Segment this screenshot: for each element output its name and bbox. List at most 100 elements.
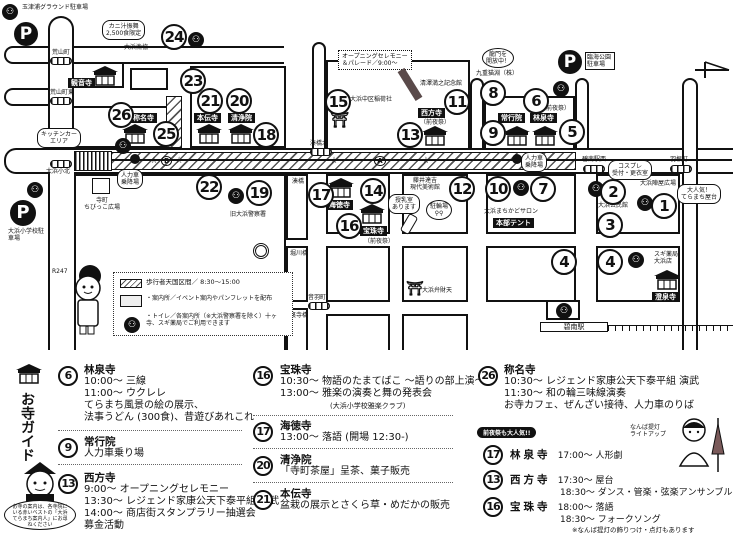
marker-18[interactable]: 18 bbox=[253, 122, 279, 148]
hatched-sq-23 bbox=[166, 92, 182, 106]
toilet-icon: ⚇ bbox=[2, 4, 18, 20]
temple-icon-hoshu bbox=[359, 204, 385, 224]
place-keisatsu: 旧大浜警察署 bbox=[230, 211, 267, 218]
place-crab-fishery: 大浜漁協 bbox=[124, 44, 149, 51]
parking-icon-school[interactable]: P bbox=[10, 200, 36, 226]
temple-label-kaitoku: 海徳寺 bbox=[326, 200, 353, 210]
guide-entry-line: 法事うどん (300食)、昔遊びあれこれ bbox=[84, 412, 255, 423]
marker-19[interactable]: 19 bbox=[246, 180, 272, 206]
guide-num-17: 17 bbox=[253, 422, 273, 442]
temple-icon-kanon bbox=[92, 66, 118, 86]
marker-14[interactable]: 14 bbox=[360, 178, 386, 204]
place-kiyosawa: 清澤満之記念館 bbox=[420, 80, 463, 87]
marker-5[interactable]: 5 bbox=[559, 119, 585, 145]
marker-6[interactable]: 6 bbox=[523, 88, 549, 114]
temple-label-saiho: 西方寺 bbox=[418, 108, 445, 118]
marker-15[interactable]: 15 bbox=[325, 89, 351, 115]
guide-entry-line: 「寺町茶屋」呈茶、菓子販売 bbox=[280, 466, 410, 477]
marker-3[interactable]: 3 bbox=[597, 212, 623, 238]
eve-entry-name: 西方寺 bbox=[510, 474, 551, 486]
lantern-girl-illustration bbox=[672, 414, 728, 474]
temple-label-honden: 本伝寺 bbox=[194, 113, 221, 123]
road-east-spur bbox=[682, 78, 698, 350]
temple-label-kanon: 観音寺 bbox=[68, 78, 95, 88]
bus-stop-label: 荒山町東 bbox=[50, 89, 75, 96]
guide-num-6: 6 bbox=[58, 366, 78, 386]
guide-entry-name: 称名寺 bbox=[504, 364, 536, 376]
marker-24[interactable]: 24 bbox=[161, 24, 187, 50]
temple-guide-icon bbox=[16, 364, 42, 384]
eve-entry-name: 林泉寺 bbox=[510, 449, 551, 461]
guide-entry-line: 10:00〜 三線 bbox=[84, 376, 146, 387]
temple-icon-honden bbox=[196, 124, 222, 144]
bubble-cosplay: コスプレ 受付・更衣室 bbox=[608, 160, 653, 180]
marker-21[interactable]: 21 bbox=[197, 88, 223, 114]
marker-4a[interactable]: 4 bbox=[551, 249, 577, 275]
eve-entry-saiho: 西方寺 17:30〜 屋台 18:30〜 ダンス・管楽・弦楽アンサンブル bbox=[510, 474, 732, 499]
railway bbox=[608, 325, 733, 331]
station-label: 碧南駅 bbox=[540, 322, 608, 332]
marker-26[interactable]: 26 bbox=[108, 102, 134, 128]
place-kominkan: 大浜公民館 bbox=[598, 202, 629, 209]
temple-label-shinshu: 澄泉寺 bbox=[652, 292, 679, 302]
torii-icon: ⛩ bbox=[330, 111, 350, 129]
parking-label-tamazusa: 玉津浦グラウンド駐車場 bbox=[22, 4, 89, 11]
bus-stop-label: 音羽町 bbox=[308, 294, 327, 301]
marker-16[interactable]: 16 bbox=[336, 213, 362, 239]
bridge-label: 裏寺橋 bbox=[290, 312, 309, 319]
eve-entry-line: 18:30〜 ダンス・管楽・弦楽アンサンブル bbox=[560, 488, 733, 498]
bridge-label: 湊橋 bbox=[292, 178, 305, 185]
temple-sub-saiho: （前夜祭） bbox=[420, 119, 451, 126]
marker-4b[interactable]: 4 bbox=[597, 249, 623, 275]
eve-entry-line: 17:00〜 人形劇 bbox=[557, 451, 623, 461]
bubble-rickshaw-west: 人力車 乗降場 bbox=[117, 169, 144, 189]
temple-sub-hoshu: （前夜祭） bbox=[364, 238, 395, 245]
place-honbu: 本部テント bbox=[493, 218, 534, 228]
eve-entry-line: 18:00〜 落語 bbox=[557, 503, 614, 513]
marker-1[interactable]: 1 bbox=[651, 193, 677, 219]
parking-icon-rinkai[interactable]: P bbox=[558, 50, 582, 74]
bridge-label: 堀川橋 bbox=[290, 250, 309, 257]
toilet-icon: ⚇ bbox=[188, 32, 204, 48]
eve-entry-hoshu: 宝珠寺 18:00〜 落語 18:30〜 フォークソング bbox=[510, 501, 661, 526]
eve-entry-name: 宝珠寺 bbox=[510, 501, 551, 513]
guide-divider bbox=[253, 448, 453, 449]
toilet-icon: ⚇ bbox=[553, 81, 569, 97]
temple-icon-rinsen bbox=[532, 126, 558, 146]
bus-stop bbox=[308, 302, 330, 310]
temple-label-seijo: 清浄院 bbox=[228, 113, 255, 123]
parking-label-school: 大浜小学校駐車場 bbox=[8, 228, 45, 242]
guide-entry-line: 13:30〜 レジェンド家康公天下泰平組 演武 bbox=[84, 496, 280, 507]
toilet-icon: ⚇ bbox=[27, 182, 43, 198]
parking-icon-tamazusa[interactable]: P bbox=[14, 22, 38, 46]
marker-10[interactable]: 10 bbox=[485, 176, 511, 202]
mascot-note: お寺の案内は、各寺院にいる赤いベストの「大浜てらまち案内人」にお尋ねください bbox=[4, 500, 76, 530]
guide-entry-name: 西方寺 bbox=[84, 472, 116, 484]
marker-9[interactable]: 9 bbox=[480, 120, 506, 146]
route-b-label: B bbox=[160, 156, 173, 166]
block-mid-1 bbox=[326, 246, 390, 302]
bubble-gate: 龍門を 開放中！ bbox=[482, 48, 515, 68]
eve-num-17: 17 bbox=[483, 445, 503, 465]
marker-8[interactable]: 8 bbox=[480, 80, 506, 106]
marker-17[interactable]: 17 bbox=[308, 182, 334, 208]
marker-22[interactable]: 22 bbox=[196, 174, 222, 200]
bubble-rickshaw-east: 人力車 乗降場 bbox=[521, 152, 548, 172]
marker-2[interactable]: 2 bbox=[600, 179, 626, 205]
marker-25[interactable]: 25 bbox=[153, 121, 179, 147]
eve-footnote: ※なんば提灯の飾りつけ・点灯もあります bbox=[572, 526, 695, 534]
guide-entry-jogyo: 常行院 人力車乗り場 bbox=[84, 436, 144, 460]
temple-icon-shomyo bbox=[122, 124, 148, 144]
guide-entry-line: 募金活動 bbox=[84, 520, 124, 531]
guide-entry-saiho: 西方寺 9:00〜 オープニングセレモニー 13:30〜 レジェンド家康公天下泰… bbox=[84, 472, 279, 532]
marker-12[interactable]: 12 bbox=[449, 176, 475, 202]
marker-23[interactable]: 23 bbox=[180, 68, 206, 94]
guide-num-20: 20 bbox=[253, 456, 273, 476]
marker-11[interactable]: 11 bbox=[444, 89, 470, 115]
marker-20[interactable]: 20 bbox=[226, 88, 252, 114]
marker-13[interactable]: 13 bbox=[397, 122, 423, 148]
temple-guide: お寺ガイド お寺の案内は、各寺院にいる赤いベストの「大浜てらまち案内人」にお尋ね… bbox=[0, 352, 733, 534]
guide-entry-line: 14:00〜 商店街スタンプラリー抽選会 bbox=[84, 508, 256, 519]
marker-7[interactable]: 7 bbox=[530, 176, 556, 202]
bus-stop bbox=[670, 165, 692, 173]
